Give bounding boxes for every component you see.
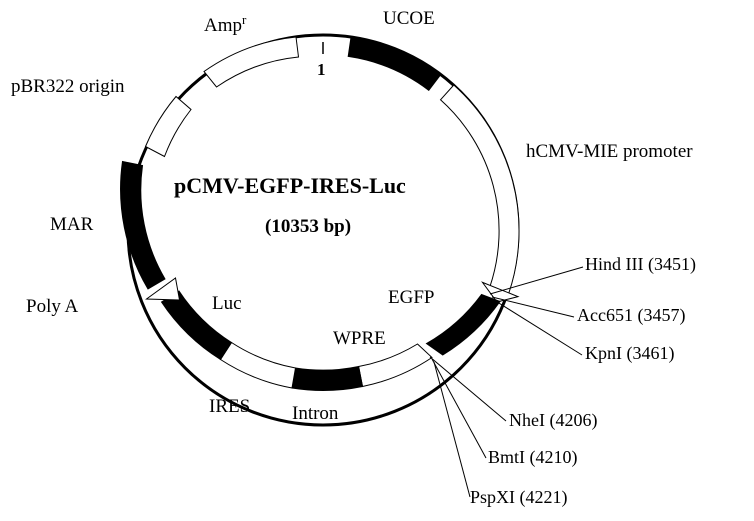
wpre-segment: [358, 343, 433, 388]
wpre-label: WPRE: [333, 328, 386, 349]
amp-label-sup: r: [242, 12, 247, 27]
mar-label: MAR: [50, 214, 94, 235]
ucoe-label: UCOE: [383, 8, 435, 29]
amp-label: Ampr: [204, 12, 247, 36]
bmti-leader: [431, 358, 487, 459]
nhei-leader: [429, 356, 507, 422]
polya-label: Poly A: [26, 296, 79, 317]
kpni-leader: [493, 299, 583, 356]
plasmid-size: (10353 bp): [265, 216, 351, 237]
amp-segment: [203, 36, 300, 88]
luc-label: Luc: [212, 293, 242, 314]
polya-arrow: [145, 277, 181, 301]
ires-segment: [219, 341, 297, 389]
mar-segment: [120, 160, 166, 290]
pbr322-label: pBR322 origin: [11, 76, 125, 97]
kpni-label: KpnI (3461): [585, 343, 674, 364]
hindiii-leader: [489, 266, 584, 295]
pspxi-label: PspXI (4221): [470, 487, 568, 508]
intron-segment: [291, 365, 364, 391]
ires-label: IRES: [209, 396, 250, 417]
origin-marker: 1: [317, 60, 326, 79]
pbr322-segment: [144, 95, 192, 158]
nhei-label: NheI (4206): [509, 410, 597, 431]
amp-label-base: Amp: [204, 15, 242, 36]
hcmv-segment: [439, 84, 520, 295]
egfp-label: EGFP: [388, 287, 434, 308]
pspxi-leader: [433, 361, 471, 498]
ucoe-segment: [347, 36, 442, 92]
egfp-segment: [425, 293, 501, 356]
plasmid-name: pCMV-EGFP-IRES-Luc: [174, 173, 406, 198]
acc651-leader: [491, 296, 575, 318]
acc651-label: Acc651 (3457): [577, 305, 685, 326]
hcmv-arrowhead: [481, 281, 520, 303]
hindiii-label: Hind III (3451): [585, 254, 696, 275]
hcmv-label: hCMV-MIE promoter: [526, 141, 693, 162]
bmti-label: BmtI (4210): [488, 447, 578, 468]
intron-label: Intron: [292, 403, 339, 424]
